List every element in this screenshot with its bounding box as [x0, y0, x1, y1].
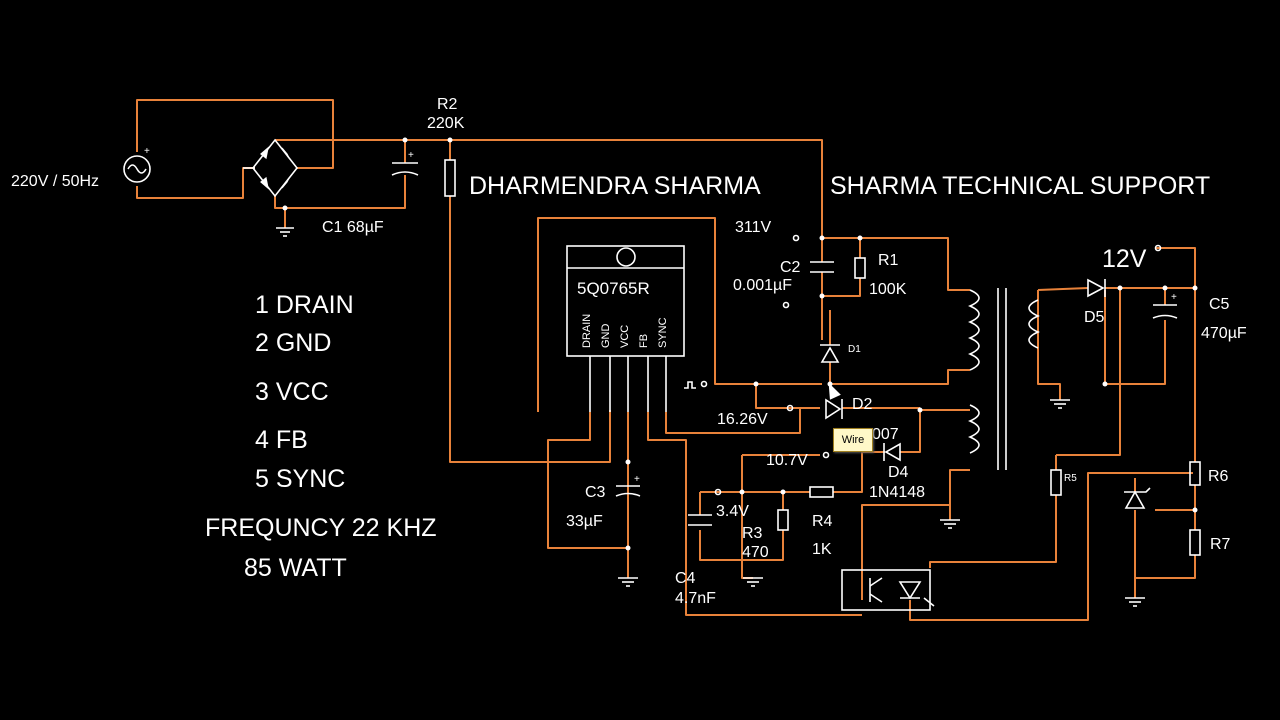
channel-heading: SHARMA TECHNICAL SUPPORT: [830, 172, 1210, 200]
probe-1626v: 16.26V: [717, 411, 768, 428]
chip-pin-gnd: GND: [600, 324, 612, 349]
capacitor-c2[interactable]: [810, 261, 834, 273]
probe-34v: 3.4V: [716, 503, 749, 520]
r7-label: R7: [1210, 536, 1231, 553]
resistor-r3[interactable]: [777, 509, 789, 531]
r4-value: 1K: [812, 541, 832, 558]
c3-name: C3: [585, 484, 606, 501]
frequency-spec: FREQUNCY 22 KHZ: [205, 514, 437, 542]
c3-value: 33µF: [566, 513, 603, 530]
d4-part: 1N4148: [869, 484, 925, 501]
pinout-2: 2 GND: [255, 329, 331, 357]
c2-name: C2: [780, 259, 801, 276]
resistor-r7[interactable]: [1189, 529, 1201, 556]
probe-311v: 311V: [735, 219, 772, 236]
r5-label: R5: [1064, 473, 1077, 484]
author-heading: DHARMENDRA SHARMA: [469, 172, 761, 200]
wire-tooltip: Wire: [833, 428, 873, 452]
power-spec: 85 WATT: [244, 554, 347, 582]
chip-pin-fb: FB: [638, 334, 650, 348]
resistor-r4[interactable]: [809, 486, 834, 498]
c4-value: 4.7nF: [675, 590, 716, 607]
pinout-5: 5 SYNC: [255, 465, 345, 493]
ac-source-symbol[interactable]: +: [123, 146, 151, 183]
diode-d2[interactable]: [825, 398, 843, 420]
pinout-4: 4 FB: [255, 426, 308, 454]
r2-value: 220K: [427, 115, 465, 132]
chip-pin-vcc: VCC: [619, 325, 631, 348]
c5-value: 470µF: [1201, 325, 1247, 342]
pinout-1: 1 DRAIN: [255, 291, 354, 319]
junction-dots: [282, 137, 1198, 551]
diode-d1[interactable]: [820, 344, 840, 363]
ground-symbols: [276, 227, 1145, 607]
resistor-r2[interactable]: [444, 159, 456, 197]
probe-12v: 12V: [1102, 245, 1147, 273]
r4-name: R4: [812, 513, 833, 530]
d2-label: D2: [852, 396, 873, 413]
ic-5q0765r[interactable]: 5Q0765R DRAIN GND VCC FB SYNC: [566, 245, 685, 412]
resistor-r1[interactable]: [854, 257, 866, 279]
r3-name: R3: [742, 525, 763, 542]
diode-d5[interactable]: [1087, 278, 1106, 298]
d1-label: D1: [848, 344, 861, 355]
diode-d4[interactable]: [883, 442, 901, 462]
chip-part-label: 5Q0765R: [577, 279, 650, 298]
c1-label: C1 68µF: [322, 219, 384, 236]
capacitor-c5[interactable]: +: [1152, 292, 1178, 319]
c5-name: C5: [1209, 296, 1230, 313]
bridge-rectifier[interactable]: [243, 138, 299, 198]
resistor-r6[interactable]: [1189, 461, 1201, 486]
r6-label: R6: [1208, 468, 1229, 485]
svg-text:+: +: [144, 146, 150, 157]
c2-value: 0.001µF: [733, 277, 792, 294]
chip-pin-drain: DRAIN: [581, 314, 593, 348]
d2-part: 007: [872, 426, 899, 443]
optocoupler[interactable]: [841, 569, 935, 611]
r1-name: R1: [878, 252, 899, 269]
d4-label: D4: [888, 464, 909, 481]
resistor-r5[interactable]: [1050, 469, 1062, 496]
svg-text:+: +: [1171, 292, 1177, 303]
chip-pin-sync: SYNC: [657, 317, 669, 348]
source-label: 220V / 50Hz: [11, 173, 99, 190]
r2-name: R2: [437, 96, 458, 113]
r3-value: 470: [742, 544, 769, 561]
shunt-regulator[interactable]: [1124, 487, 1151, 509]
capacitor-c1[interactable]: +: [391, 150, 419, 176]
svg-text:+: +: [634, 474, 640, 485]
r1-value: 100K: [869, 281, 907, 298]
c4-name: C4: [675, 570, 696, 587]
svg-text:+: +: [408, 150, 414, 161]
capacitor-c4[interactable]: [688, 514, 712, 526]
transformer[interactable]: [968, 288, 1040, 470]
pinout-3: 3 VCC: [255, 378, 329, 406]
probe-markers[interactable]: [684, 234, 1162, 496]
probe-107v: 10.7V: [766, 452, 808, 469]
d5-label: D5: [1084, 309, 1105, 326]
capacitor-c3[interactable]: +: [615, 474, 641, 497]
